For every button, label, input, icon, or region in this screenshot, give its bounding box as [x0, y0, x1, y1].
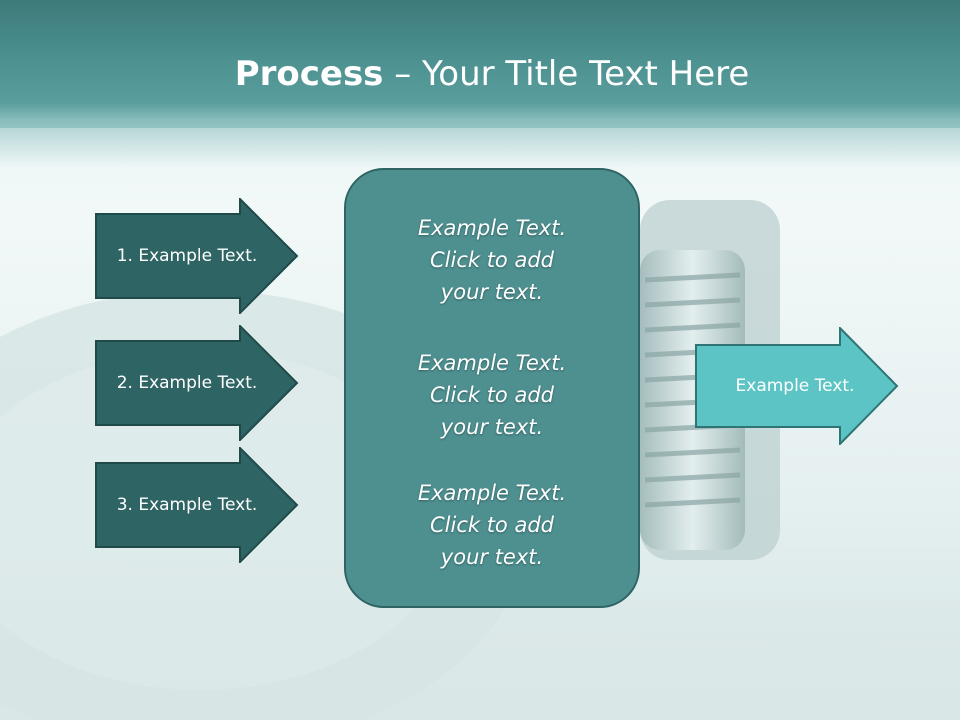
- center-process-box[interactable]: [344, 168, 640, 608]
- paragraph-line: Click to add: [429, 248, 554, 272]
- title-bold: Process: [234, 54, 384, 94]
- arrow-shape: [695, 327, 899, 445]
- paragraph-line: your text.: [440, 415, 544, 439]
- output-arrow[interactable]: Example Text.: [695, 327, 899, 445]
- input-arrow-3[interactable]: 3. Example Text.: [95, 447, 299, 563]
- input-arrow-2[interactable]: 2. Example Text.: [95, 325, 299, 441]
- title-bar: [0, 0, 960, 128]
- paragraph-line: Example Text.: [417, 481, 567, 505]
- arrow-shape: [95, 198, 299, 314]
- input-arrow-label: 1. Example Text.: [116, 246, 258, 266]
- center-paragraph-1[interactable]: Example Text. Click to add your text.: [344, 212, 640, 308]
- title-rest: – Your Title Text Here: [383, 54, 750, 94]
- paragraph-line: your text.: [440, 545, 544, 569]
- center-paragraph-2[interactable]: Example Text. Click to add your text.: [344, 347, 640, 443]
- arrow-shape: [95, 325, 299, 441]
- input-arrow-label: 2. Example Text.: [116, 373, 258, 393]
- center-paragraph-3[interactable]: Example Text. Click to add your text.: [344, 477, 640, 573]
- paragraph-line: Example Text.: [417, 351, 567, 375]
- paragraph-line: Click to add: [429, 383, 554, 407]
- page-title[interactable]: Process – Your Title Text Here: [0, 52, 960, 96]
- arrow-shape: [95, 447, 299, 563]
- title-bar-fade: [0, 118, 960, 168]
- paragraph-line: your text.: [440, 280, 544, 304]
- paragraph-line: Example Text.: [417, 216, 567, 240]
- output-arrow-label: Example Text.: [735, 376, 855, 396]
- input-arrow-1[interactable]: 1. Example Text.: [95, 198, 299, 314]
- paragraph-line: Click to add: [429, 513, 554, 537]
- input-arrow-label: 3. Example Text.: [116, 495, 258, 515]
